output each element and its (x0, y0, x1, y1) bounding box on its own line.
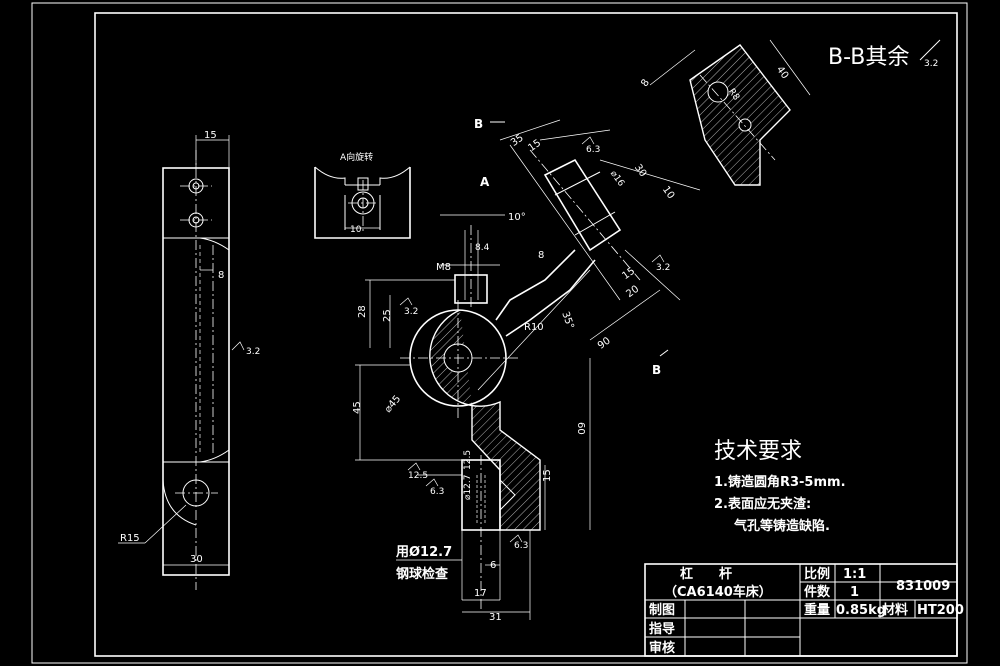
weight-label: 重量 (804, 602, 830, 618)
dim-35-deg: 35° (559, 310, 575, 330)
roughness-12-5: 12.5 (408, 471, 428, 481)
section-mark-a: A (480, 175, 490, 189)
tech-req-item-3: 气孔等铸造缺陷. (734, 518, 830, 534)
title-block (644, 563, 958, 657)
section-mark-b-bottom: B (652, 363, 661, 377)
roughness-6-3-b: 6.3 (430, 487, 444, 497)
material-label: 材料 (882, 602, 908, 618)
main-view (355, 119, 701, 620)
material-value: HT200 (917, 603, 964, 618)
dim-20: 20 (624, 284, 641, 300)
dim-r10: R10 (524, 322, 544, 333)
guided-label: 指导 (649, 621, 675, 637)
dim-m8: M8 (436, 262, 451, 273)
side-view (118, 135, 245, 590)
dim-17: 17 (474, 588, 487, 599)
part-name: 杠 杆 (680, 566, 732, 582)
dim-30-top: 30 (632, 162, 648, 179)
drawn-label: 制图 (649, 602, 675, 618)
qty-label: 件数 (804, 584, 831, 600)
checked-label: 审核 (649, 640, 675, 656)
tech-req-item-2: 2.表面应无夹渣: (714, 496, 811, 512)
dim-phi16: ⌀16 (608, 169, 626, 189)
ball-check-line2: 钢球检查 (396, 566, 449, 582)
dim-8: 8 (538, 250, 544, 261)
dim-10-top: 10 (660, 184, 676, 201)
dim-8-section: 8 (639, 77, 652, 89)
dim-10-view-a: 10 (350, 225, 362, 235)
roughness-6-3-c: 6.3 (514, 541, 528, 551)
dim-90: 90 (596, 335, 613, 351)
dim-phi45: ⌀45 (383, 394, 403, 415)
dim-12-5: 12.5 (463, 450, 473, 470)
ball-check-line1: 用Ø12.7 (395, 545, 452, 560)
section-mark-b-top: B (474, 117, 483, 131)
dim-28: 28 (357, 305, 368, 318)
dim-6: 6 (490, 560, 496, 571)
dim-8-4: 8.4 (475, 243, 490, 253)
dim-35-top: 35 (509, 133, 526, 149)
dim-10-deg: 10° (508, 212, 526, 223)
dim-60: 60 (575, 422, 586, 435)
tech-req-item-1: 1.铸造圆角R3-5mm. (714, 474, 846, 490)
dim-30: 30 (190, 554, 203, 565)
weight-value: 0.85kg (836, 603, 886, 618)
dim-15-right: 15 (542, 469, 553, 482)
scale-label: 比例 (804, 566, 830, 582)
roughness-3-2-side: 3.2 (246, 347, 260, 357)
dim-45: 45 (352, 401, 363, 414)
machine-name: （CA6140车床） (664, 584, 772, 600)
dim-phi12-7: ⌀12.7 (463, 475, 473, 500)
dim-15-top: 15 (204, 130, 217, 141)
roughness-3-2-a: 3.2 (404, 307, 418, 317)
inner-frame (94, 12, 958, 657)
drawing-number: 831009 (896, 579, 950, 594)
roughness-6-3-a: 6.3 (586, 145, 600, 155)
section-b-b (649, 39, 811, 186)
dim-40-section: 40 (774, 64, 790, 81)
roughness-3-2-b: 3.2 (656, 263, 670, 273)
outer-frame (31, 2, 968, 664)
dim-8-side: 8 (218, 270, 224, 281)
qty-value: 1 (850, 585, 859, 600)
tech-req-title: 技术要求 (714, 439, 802, 464)
roughness-3-2-section: 3.2 (924, 59, 938, 69)
view-a-label: A向旋转 (340, 151, 373, 163)
view-a (314, 166, 411, 239)
section-title: B-B其余 (828, 45, 909, 70)
dim-15-b: 15 (620, 266, 637, 282)
dim-25: 25 (382, 309, 393, 322)
dim-31: 31 (489, 612, 502, 623)
scale-value: 1:1 (843, 567, 866, 582)
dim-r15: R15 (120, 533, 140, 544)
